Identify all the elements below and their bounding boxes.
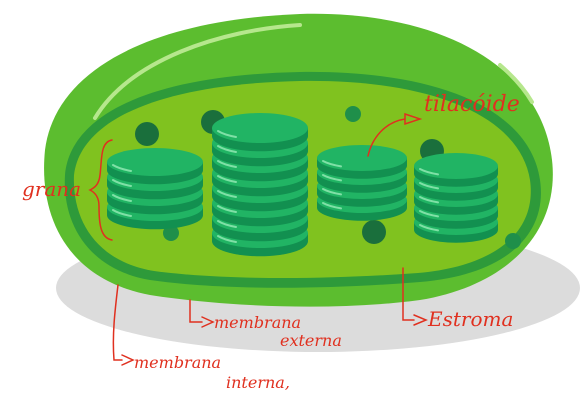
- label-grana: grana: [22, 177, 81, 201]
- granule: [345, 106, 361, 122]
- label-membrana-interna-2: interna,: [226, 373, 290, 392]
- thylakoid: [414, 153, 498, 179]
- label-estroma: Estroma: [427, 307, 513, 331]
- label-membrana-externa-2: externa: [280, 331, 342, 350]
- granum-stack: [107, 148, 203, 229]
- label-tilacoide: tilacóide: [424, 92, 520, 117]
- label-membrana-interna-1: membrana: [134, 353, 221, 372]
- thylakoid: [317, 145, 407, 171]
- membrana-interna-arrowhead: [122, 355, 133, 365]
- granule: [135, 122, 159, 146]
- granum-stack: [317, 145, 407, 221]
- label-membrana-externa-1: membrana: [214, 313, 301, 332]
- thylakoid: [107, 148, 203, 176]
- thylakoid: [212, 113, 308, 143]
- granule: [362, 220, 386, 244]
- granum-stack: [212, 113, 308, 256]
- granum-stack: [414, 153, 498, 243]
- granule: [505, 233, 521, 249]
